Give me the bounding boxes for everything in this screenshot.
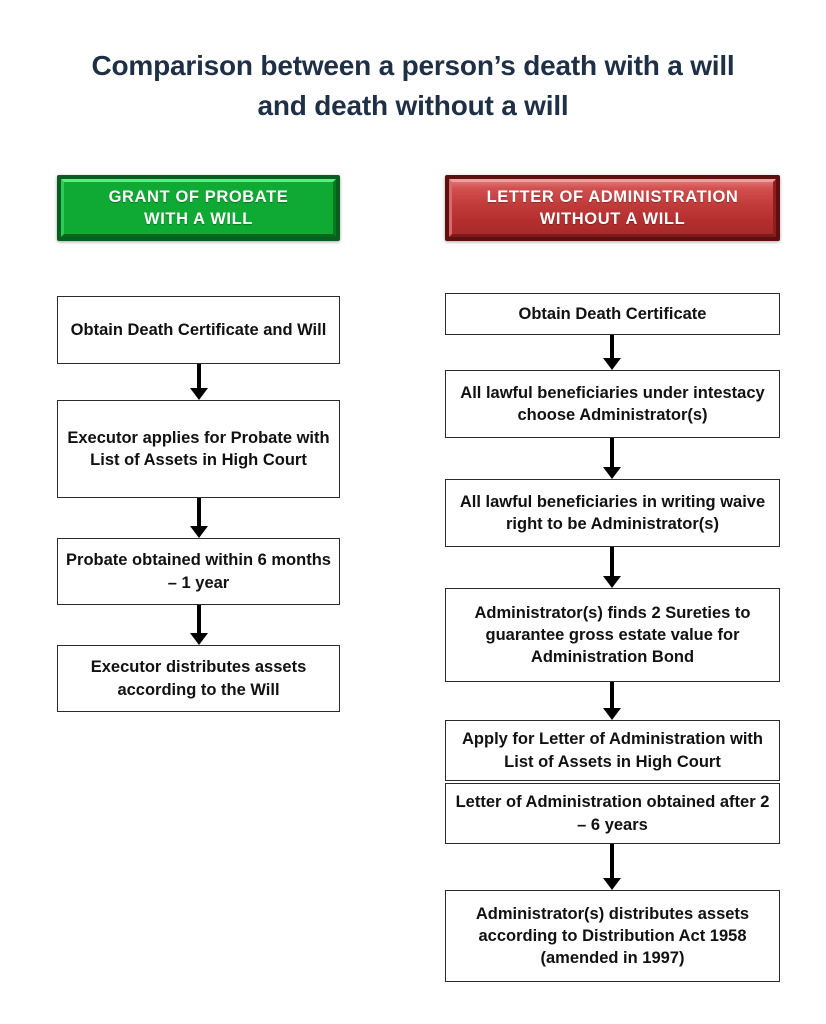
flow-arrow-right-2: [601, 438, 623, 479]
arrow-shaft: [610, 547, 614, 577]
flow-node-right-1: Obtain Death Certificate: [445, 293, 780, 335]
flow-node-right-7-label: Administrator(s) distributes assets acco…: [475, 904, 750, 968]
arrow-head-icon: [603, 708, 621, 720]
arrow-shaft: [197, 364, 201, 389]
flow-node-right-4: Administrator(s) finds 2 Sureties to gua…: [445, 588, 780, 682]
flow-node-right-6: Letter of Administration obtained after …: [445, 783, 780, 844]
flow-node-left-3-label: Probate obtained within 6 months – 1 yea…: [66, 551, 331, 592]
flow-node-right-1-label: Obtain Death Certificate: [518, 304, 707, 323]
flow-node-right-6-label: Letter of Administration obtained after …: [455, 793, 770, 834]
flow-node-left-1-label: Obtain Death Certificate and Will: [70, 320, 327, 339]
banner-letter-of-administration-inner: LETTER OF ADMINISTRATION WITHOUT A WILL: [449, 179, 776, 237]
arrow-shaft: [610, 335, 614, 359]
flow-arrow-right-5: [601, 844, 623, 890]
flow-node-right-5-label: Apply for Letter of Administration with …: [462, 730, 763, 771]
flow-arrow-left-1: [188, 364, 210, 400]
flow-node-right-7: Administrator(s) distributes assets acco…: [445, 890, 780, 982]
flow-node-left-3: Probate obtained within 6 months – 1 yea…: [57, 538, 340, 605]
flow-node-left-1: Obtain Death Certificate and Will: [57, 296, 340, 364]
flow-node-right-4-label: Administrator(s) finds 2 Sureties to gua…: [474, 603, 751, 667]
flow-arrow-right-1: [601, 335, 623, 370]
arrow-head-icon: [603, 358, 621, 370]
banner-letter-of-administration: LETTER OF ADMINISTRATION WITHOUT A WILL: [445, 175, 780, 241]
flow-node-left-2-label: Executor applies for Probate with List o…: [67, 428, 330, 469]
arrow-head-icon: [190, 388, 208, 400]
flow-node-right-3-label: All lawful beneficiaries in writing waiv…: [459, 492, 766, 533]
flow-arrow-left-2: [188, 498, 210, 538]
page-title-line-2: and death without a will: [257, 89, 569, 121]
flow-node-right-2: All lawful beneficiaries under intestacy…: [445, 370, 780, 438]
banner-letter-line-2: WITHOUT A WILL: [539, 210, 686, 228]
arrow-shaft: [610, 438, 614, 468]
arrow-head-icon: [603, 467, 621, 479]
page-title-line-1: Comparison between a person’s death with…: [91, 50, 735, 81]
flow-arrow-left-3: [188, 605, 210, 645]
flow-arrow-right-4: [601, 682, 623, 720]
flow-node-left-2: Executor applies for Probate with List o…: [57, 400, 340, 498]
banner-grant-of-probate-inner: GRANT OF PROBATE WITH A WILL: [61, 179, 336, 237]
flow-node-left-4: Executor distributes assets according to…: [57, 645, 340, 712]
flow-node-left-4-label: Executor distributes assets according to…: [90, 658, 307, 699]
arrow-head-icon: [190, 526, 208, 538]
arrow-head-icon: [603, 878, 621, 890]
banner-grant-of-probate: GRANT OF PROBATE WITH A WILL: [57, 175, 340, 241]
arrow-shaft: [610, 844, 614, 879]
arrow-shaft: [197, 605, 201, 634]
flow-arrow-right-3: [601, 547, 623, 588]
flow-node-right-5: Apply for Letter of Administration with …: [445, 720, 780, 781]
banner-grant-line-2: WITH A WILL: [144, 210, 253, 228]
page-title: Comparison between a person’s death with…: [0, 46, 826, 126]
arrow-head-icon: [190, 633, 208, 645]
flow-node-right-2-label: All lawful beneficiaries under intestacy…: [460, 383, 765, 424]
arrow-shaft: [610, 682, 614, 709]
banner-letter-line-1: LETTER OF ADMINISTRATION: [486, 187, 739, 206]
arrow-shaft: [197, 498, 201, 527]
flow-node-right-3: All lawful beneficiaries in writing waiv…: [445, 479, 780, 547]
arrow-head-icon: [603, 576, 621, 588]
banner-grant-line-1: GRANT OF PROBATE: [108, 187, 289, 206]
